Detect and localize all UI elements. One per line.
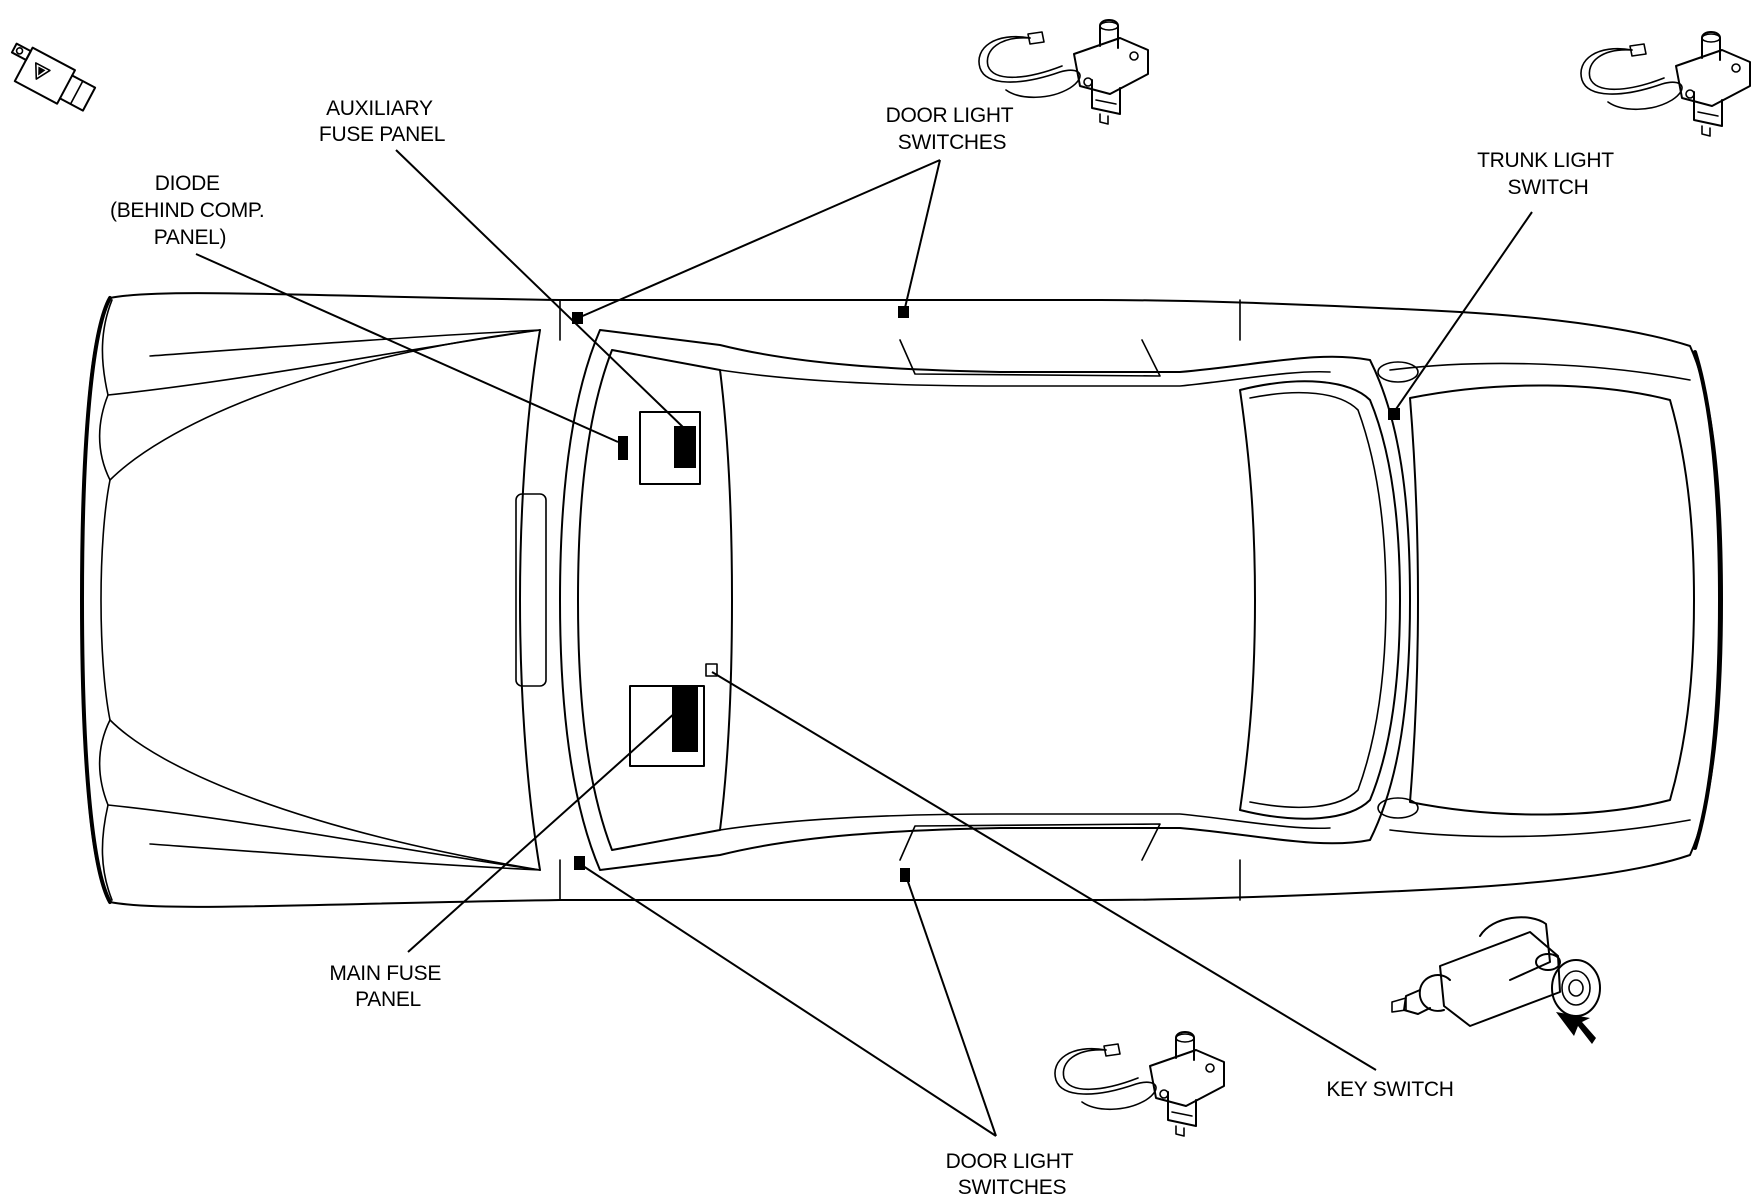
leader-lines [195,149,1533,1137]
callout-labels: AUXILIARY FUSE PANEL DOOR LIGHT SWITCHES… [110,97,1619,1199]
key-switch-label: KEY SWITCH [1326,1078,1453,1101]
trunk-light-switch-icon [1579,31,1751,137]
diode-marker [618,436,628,460]
key-switch-marker [705,663,718,677]
diode-label: DIODE (BEHIND COMP. PANEL) [110,172,270,249]
key-switch-icon [1391,916,1601,1044]
door-light-switches-top-label: DOOR LIGHT SWITCHES [886,104,1019,154]
trunk-light-switch-label: TRUNK LIGHT SWITCH [1477,149,1619,199]
auxiliary-fuse-panel-label: AUXILIARY FUSE PANEL [319,97,445,146]
trunk-switch-marker [1388,408,1400,420]
auxiliary-fuse-panel-marker [639,411,701,485]
door-switch-marker-rear-top [898,306,909,318]
door-light-switches-bottom-label: DOOR LIGHT SWITCHES [946,1150,1079,1199]
door-light-switch-icon-bottom [1053,1031,1225,1137]
car-body [80,292,1723,908]
diode-icon [10,42,97,112]
main-fuse-panel-marker [629,685,705,767]
main-fuse-panel-label: MAIN FUSE PANEL [329,962,446,1011]
door-switch-marker-rear-bottom [900,868,910,882]
door-switch-marker-front-top [572,312,583,324]
fuse-and-switch-markers [572,306,1400,882]
door-switch-marker-front-bottom [574,856,585,870]
